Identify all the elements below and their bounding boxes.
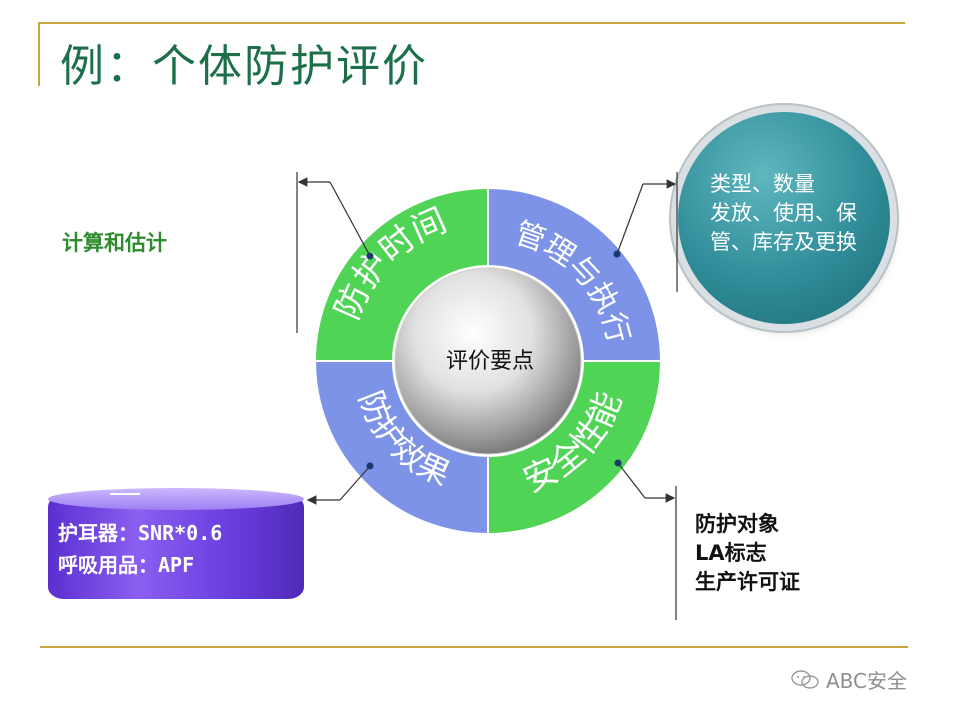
watermark: ABC安全 [790, 665, 907, 694]
connector-effect [339, 465, 371, 501]
info-ball [678, 112, 890, 324]
cylinder-line: 呼吸用品：APF [58, 553, 195, 577]
wechat-icon [791, 669, 819, 689]
cylinder-body [48, 495, 304, 599]
connector-safety [617, 462, 646, 499]
title-frame-left [38, 22, 40, 86]
ring-segment-top-left [313, 186, 489, 362]
page-title: 例：个体防护评价 [60, 41, 428, 92]
connector-dot [366, 252, 374, 260]
ring-segment-bottom-right [487, 360, 663, 536]
right-list: 防护对象 LA标志 生产许可证 [695, 510, 800, 597]
connector-dot [614, 459, 622, 467]
right-list-item: LA标志 [695, 541, 767, 565]
ring-group [313, 186, 663, 536]
connector-time [329, 181, 371, 257]
title-frame-top [40, 22, 905, 24]
ring-segment-top-right [487, 186, 663, 362]
connector-dot [366, 462, 374, 470]
footer-line [40, 646, 908, 648]
right-list-item: 防护对象 [695, 512, 779, 536]
ball-text: 类型、数量 发放、使用、保 管、库存及更换 [710, 170, 885, 257]
connector-management [616, 183, 644, 255]
ball-line: 类型、数量 [710, 172, 815, 196]
ring-segment-bottom-left [313, 360, 489, 536]
ball-line: 发放、使用、保 [710, 201, 857, 225]
left-annotation: 计算和估计 [62, 231, 167, 255]
cylinder-line: 护耳器：SNR*0.6 [58, 521, 223, 545]
right-list-item: 生产许可证 [695, 570, 800, 594]
center-hub [394, 267, 582, 455]
cylinder-text: 护耳器：SNR*0.6 呼吸用品：APF [58, 517, 222, 581]
connector-dot [613, 250, 621, 258]
center-label: 评价要点 [446, 349, 534, 374]
watermark-text: ABC安全 [826, 669, 908, 693]
ball-line: 管、库存及更换 [710, 230, 857, 254]
